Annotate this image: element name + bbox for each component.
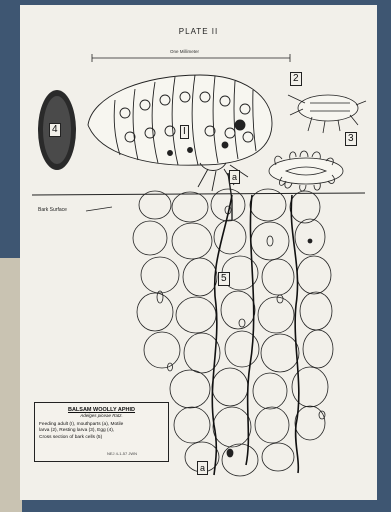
credit-line: NEJ 4-1-57 JWN [107,451,137,456]
label-egg: 4 [49,123,61,137]
label-resting-larva: 3 [345,132,357,146]
resting-larva-drawing [269,151,343,191]
label-mouthparts-bottom: a [197,461,208,475]
label-larva: 2 [290,72,302,86]
label-adult: I [180,125,189,139]
label-mouthparts-top: a [229,170,240,184]
background-tan-edge [0,258,22,512]
plate-sheet: PLATE II One Millimeter 4 I 2 3 a 5 a Ba… [20,5,377,500]
bark-surface-label: Bark Surface [38,207,67,213]
motile-larva-drawing [288,95,366,133]
legend-line: Cross section of bark cells (5) [39,435,164,441]
legend-scientific-name: Adelges piceae Ratz. [35,413,168,418]
scale-label: One Millimeter [170,49,199,54]
plate-title: PLATE II [20,27,377,36]
adult-aphid-drawing [88,75,272,220]
legend-box: BALSAM WOOLLY APHID Adelges piceae Ratz.… [34,402,169,462]
legend-description: Feeding adult (I), mouthparts (a), Motil… [39,422,164,441]
scale-bar [92,54,290,62]
label-bark-cells: 5 [218,272,230,286]
